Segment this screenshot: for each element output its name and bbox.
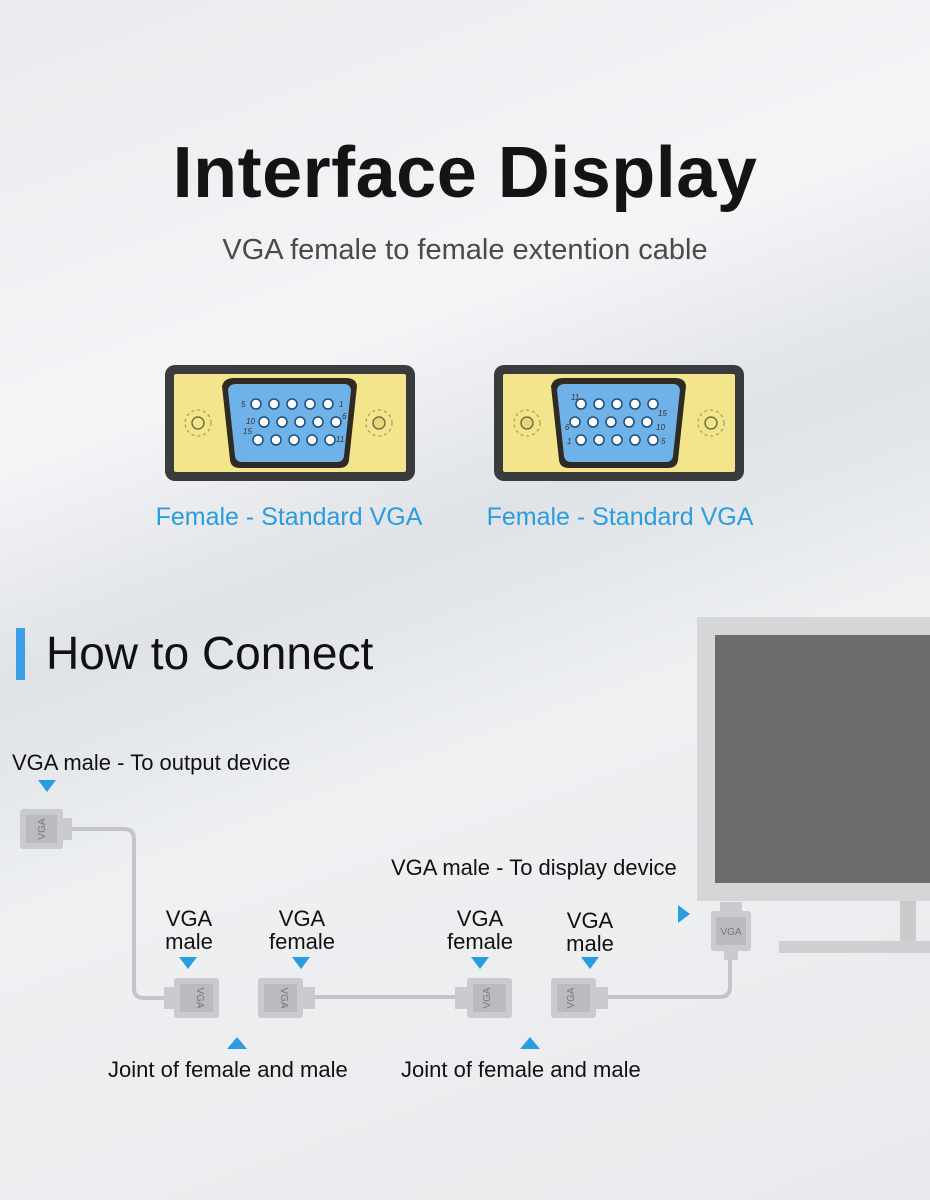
arrow-down-icon: [581, 957, 599, 969]
svg-text:10: 10: [656, 423, 665, 432]
label-line: female: [268, 929, 336, 954]
arrow-down-icon: [292, 957, 310, 969]
vga-female-port-left: 5 1 10 6 15 11: [165, 365, 415, 481]
svg-text:15: 15: [658, 409, 667, 418]
label-line: VGA: [456, 906, 504, 931]
monitor-illustration: [697, 617, 930, 953]
svg-text:6: 6: [565, 423, 570, 432]
arrow-up-icon: [520, 1037, 540, 1049]
label-line: VGA: [165, 906, 213, 931]
arrow-right-icon: [678, 905, 690, 923]
svg-text:6: 6: [342, 412, 347, 421]
vga-connector-female-1: VGA: [258, 978, 315, 1018]
svg-text:15: 15: [243, 427, 252, 436]
vga-connector-male-1: VGA: [164, 978, 219, 1018]
label-line: VGA: [278, 906, 326, 931]
svg-text:10: 10: [246, 417, 255, 426]
section-title: How to Connect: [46, 627, 374, 679]
connector-label: VGA: [194, 987, 205, 1008]
label-line: male: [566, 931, 614, 956]
label-line: VGA: [566, 908, 614, 933]
label-joint-1: Joint of female and male: [108, 1057, 348, 1082]
connection-diagram: VGA VGA VGA VGA VGA VGA: [20, 809, 751, 1018]
connector-label: VGA: [720, 927, 741, 938]
cable-display: [606, 958, 732, 999]
label-vga-male-2: VGA male: [540, 909, 640, 955]
label-line: female: [446, 929, 514, 954]
label-output-device: VGA male - To output device: [12, 750, 291, 775]
cable-output: [70, 827, 170, 1000]
connector-label: VGA: [278, 987, 289, 1008]
label-vga-female-2: VGA female: [430, 907, 530, 953]
connector-label: VGA: [566, 987, 577, 1008]
svg-text:1: 1: [567, 437, 571, 446]
port-caption-left: Female - Standard VGA: [155, 503, 423, 531]
svg-text:11: 11: [571, 393, 579, 402]
connector-label: VGA: [482, 987, 493, 1008]
label-line: male: [165, 929, 213, 954]
arrow-down-icon: [38, 780, 56, 792]
svg-text:5: 5: [661, 437, 666, 446]
arrow-down-icon: [179, 957, 197, 969]
page-title: Interface Display: [172, 133, 758, 213]
svg-text:5: 5: [241, 400, 246, 409]
vga-connector-output: VGA: [20, 809, 72, 849]
port-caption-right: Female - Standard VGA: [486, 503, 754, 531]
vga-connector-female-2: VGA: [455, 978, 512, 1018]
page-subtitle: VGA female to female extention cable: [222, 234, 708, 266]
label-display-device: VGA male - To display device: [391, 855, 677, 880]
label-joint-2: Joint of female and male: [401, 1057, 641, 1082]
label-vga-male-1: VGA male: [139, 907, 239, 953]
label-vga-female-1: VGA female: [252, 907, 352, 953]
vga-connector-male-2: VGA: [551, 978, 608, 1018]
svg-text:11: 11: [336, 435, 344, 444]
section-accent-bar: [16, 628, 25, 680]
arrow-up-icon: [227, 1037, 247, 1049]
vga-female-port-right: 11 15 6 10 1 5: [494, 365, 744, 481]
connector-label: VGA: [37, 818, 48, 839]
svg-text:1: 1: [339, 400, 343, 409]
arrow-down-icon: [471, 957, 489, 969]
vga-connector-display: VGA: [711, 902, 751, 960]
